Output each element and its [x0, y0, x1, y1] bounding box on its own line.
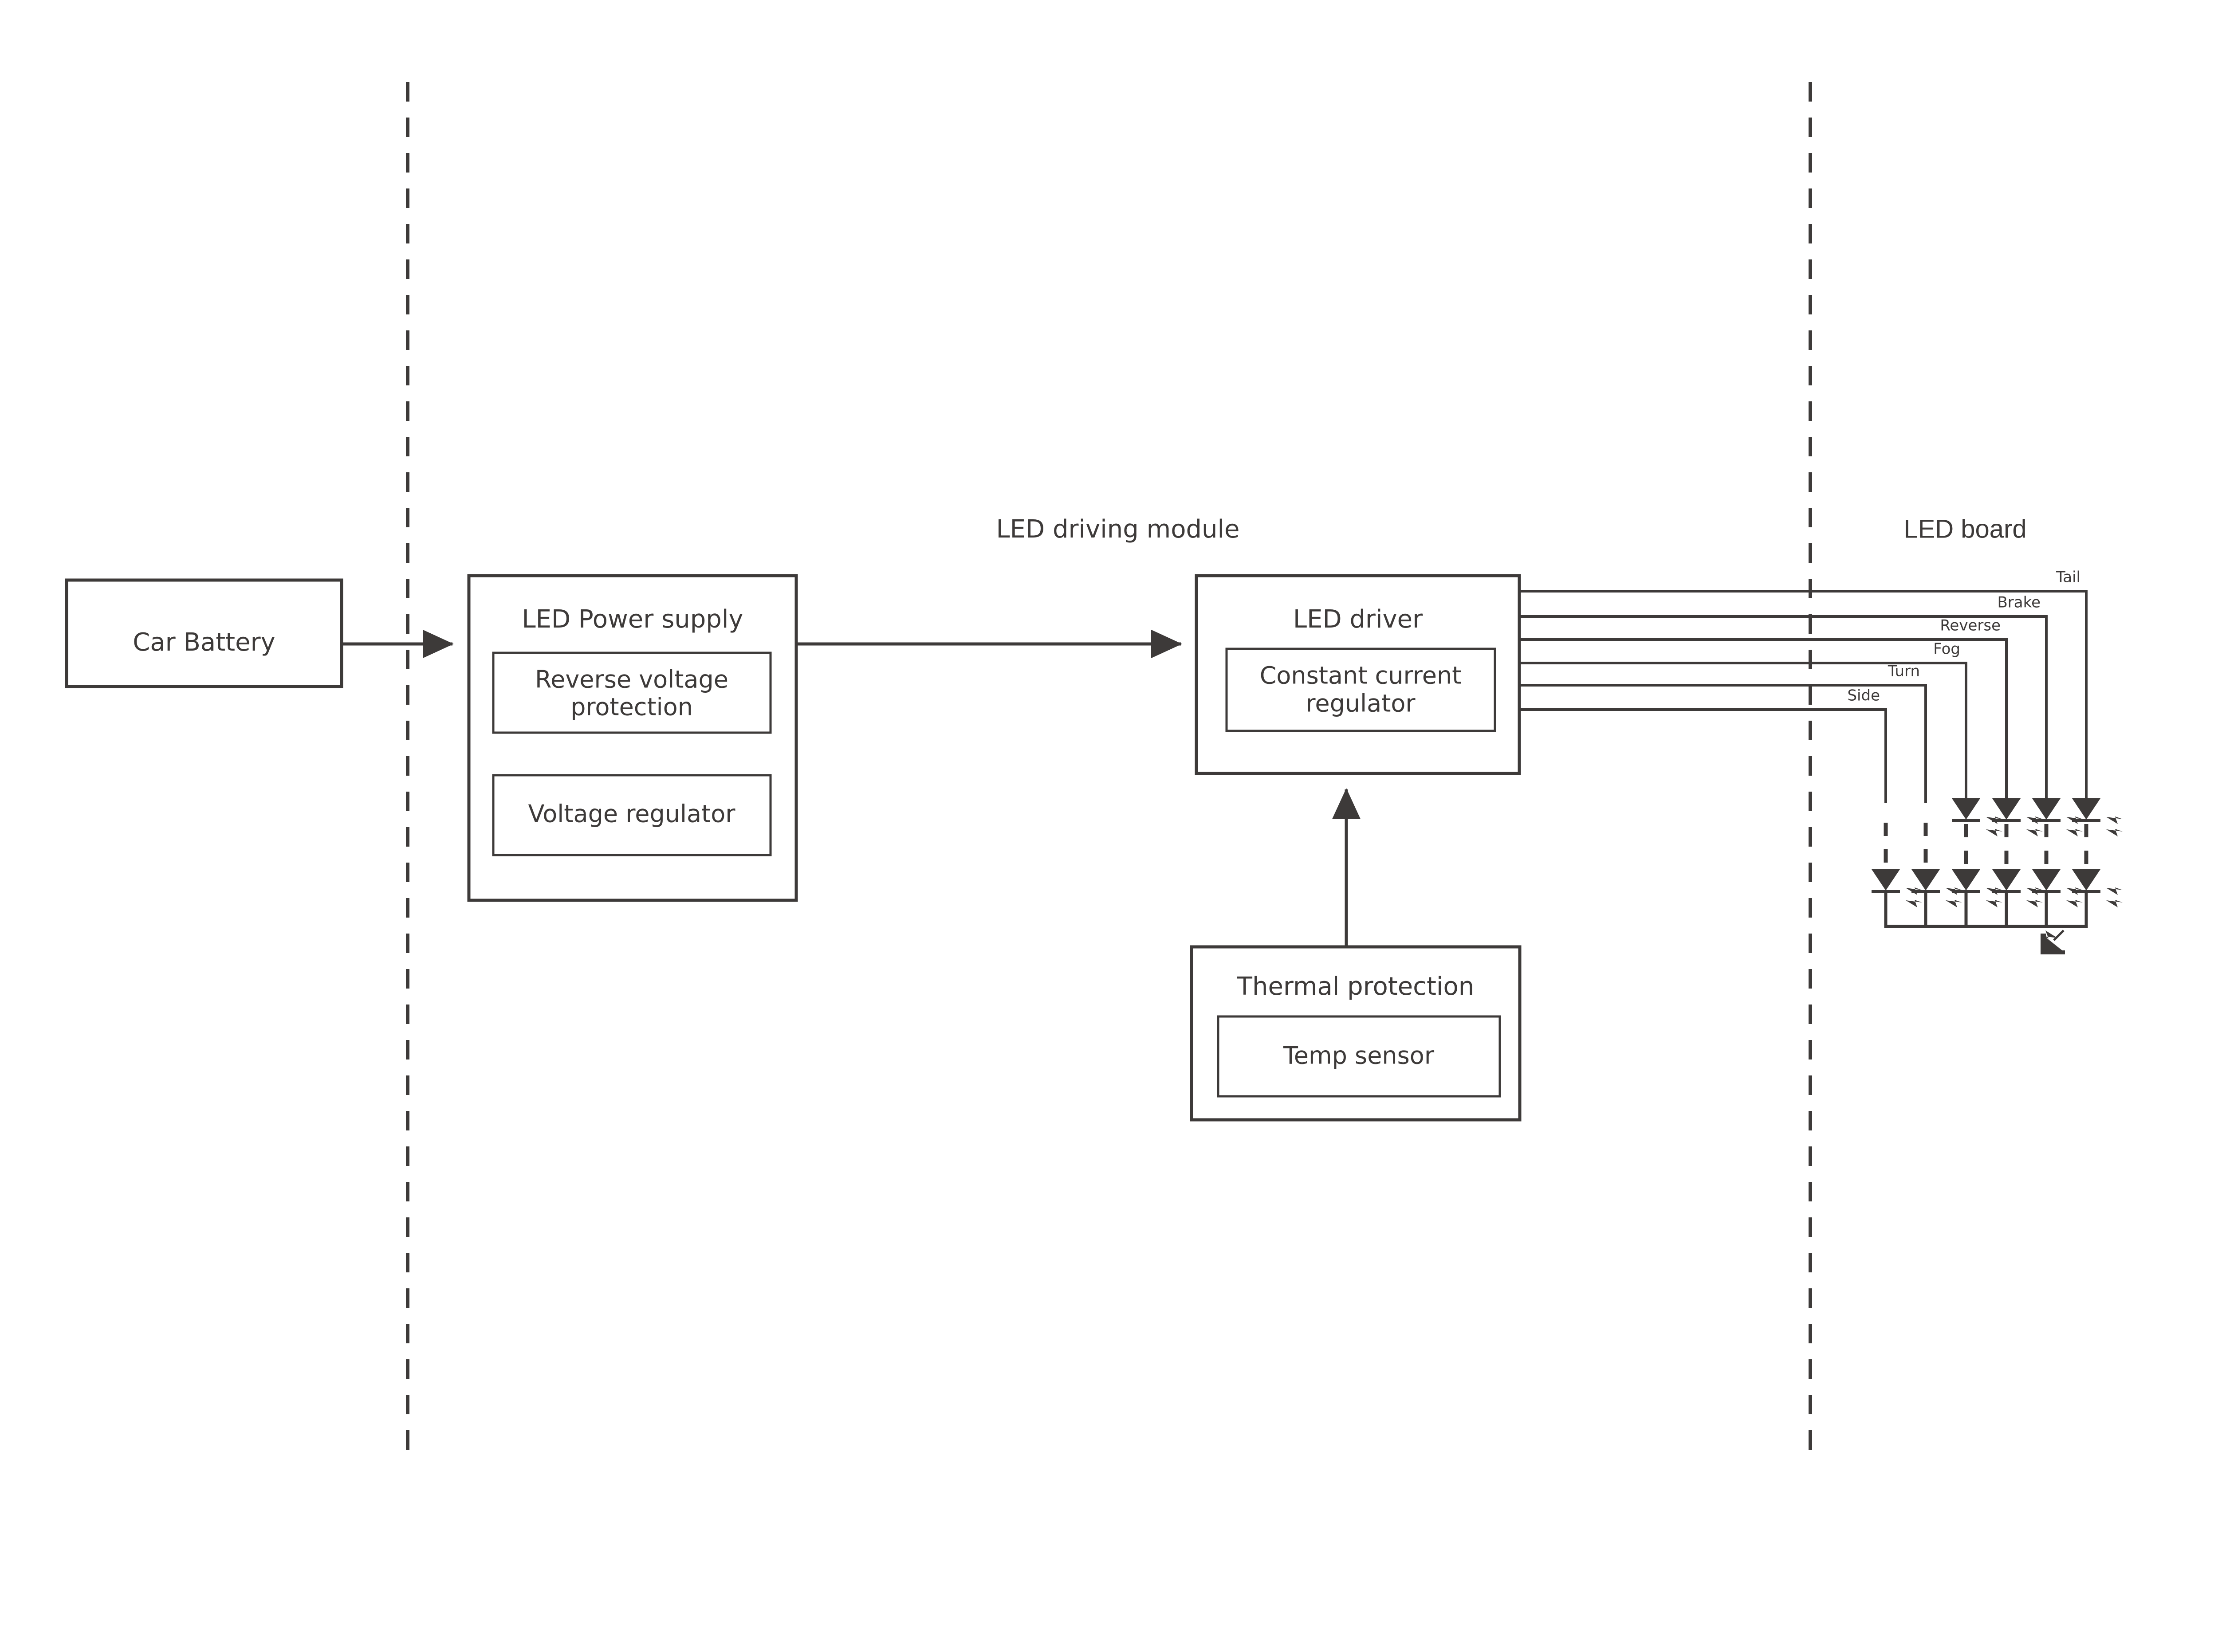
- reverse-voltage-protection-label-line2: protection: [570, 693, 693, 721]
- temp-sensor-box[interactable]: [1217, 1015, 1501, 1098]
- signal-wire-tail: [1519, 590, 2088, 798]
- led-power-supply-label: LED Power supply: [522, 605, 743, 634]
- constant-current-regulator-box[interactable]: [1225, 647, 1496, 732]
- signal-label-side: Side: [1847, 687, 1880, 705]
- signal-label-fog: Fog: [1933, 640, 1960, 658]
- led-return-rail: [1884, 891, 2088, 928]
- car-battery-label: Car Battery: [133, 628, 275, 657]
- led-symbol: [1992, 798, 2043, 836]
- signal-label-reverse: Reverse: [1940, 617, 2001, 635]
- temp-sensor-label: Temp sensor: [1283, 1042, 1435, 1070]
- signal-label-brake: Brake: [1997, 594, 2041, 612]
- led-driver-label: LED driver: [1293, 605, 1423, 634]
- signal-labels: Tail Brake Reverse Fog Turn Side: [1847, 569, 2080, 705]
- signal-wire-reverse: [1519, 638, 2008, 798]
- block-led-power-supply[interactable]: LED Power supply Reverse voltage protect…: [467, 574, 798, 902]
- block-car-battery[interactable]: Car Battery: [65, 578, 343, 688]
- connection-wires: [342, 629, 1361, 947]
- signal-bus: [1519, 590, 2088, 803]
- signal-wire-turn: [1519, 684, 1927, 803]
- led-symbol: [1952, 798, 2002, 836]
- section-heading-led-driving-module: LED driving module: [996, 515, 1239, 544]
- constant-current-regulator-label-line2: regulator: [1306, 690, 1416, 718]
- led-symbol: [1872, 869, 1922, 907]
- voltage-regulator-box[interactable]: [492, 774, 772, 856]
- led-row-top: [1952, 798, 2123, 836]
- reverse-voltage-protection-label-line1: Reverse voltage: [535, 666, 728, 694]
- section-heading-led-board: LED board: [1903, 514, 2026, 543]
- block-led-driver[interactable]: LED driver Constant current regulator: [1195, 574, 1521, 775]
- reverse-voltage-protection-box[interactable]: [492, 651, 772, 734]
- led-symbol: [2072, 798, 2123, 836]
- voltage-regulator-label: Voltage regulator: [528, 800, 736, 828]
- signal-label-turn: Turn: [1888, 663, 1920, 680]
- signal-label-tail: Tail: [2056, 569, 2080, 586]
- block-thermal-protection[interactable]: Thermal protection Temp sensor: [1190, 945, 1522, 1122]
- signal-wire-brake: [1519, 615, 2048, 798]
- signal-wire-side: [1519, 708, 1887, 803]
- led-symbol: [2032, 798, 2083, 836]
- section-headings: LED driving module LED board: [996, 514, 2026, 544]
- section-dividers: [406, 82, 1812, 1462]
- thermal-protection-label: Thermal protection: [1237, 972, 1475, 1001]
- ground-reference-marker: [2041, 930, 2065, 954]
- constant-current-regulator-label-line1: Constant current: [1260, 662, 1462, 690]
- led-series-continuations: [1884, 823, 2088, 870]
- signal-wire-fog: [1519, 662, 1967, 798]
- car-battery-box[interactable]: [65, 578, 343, 688]
